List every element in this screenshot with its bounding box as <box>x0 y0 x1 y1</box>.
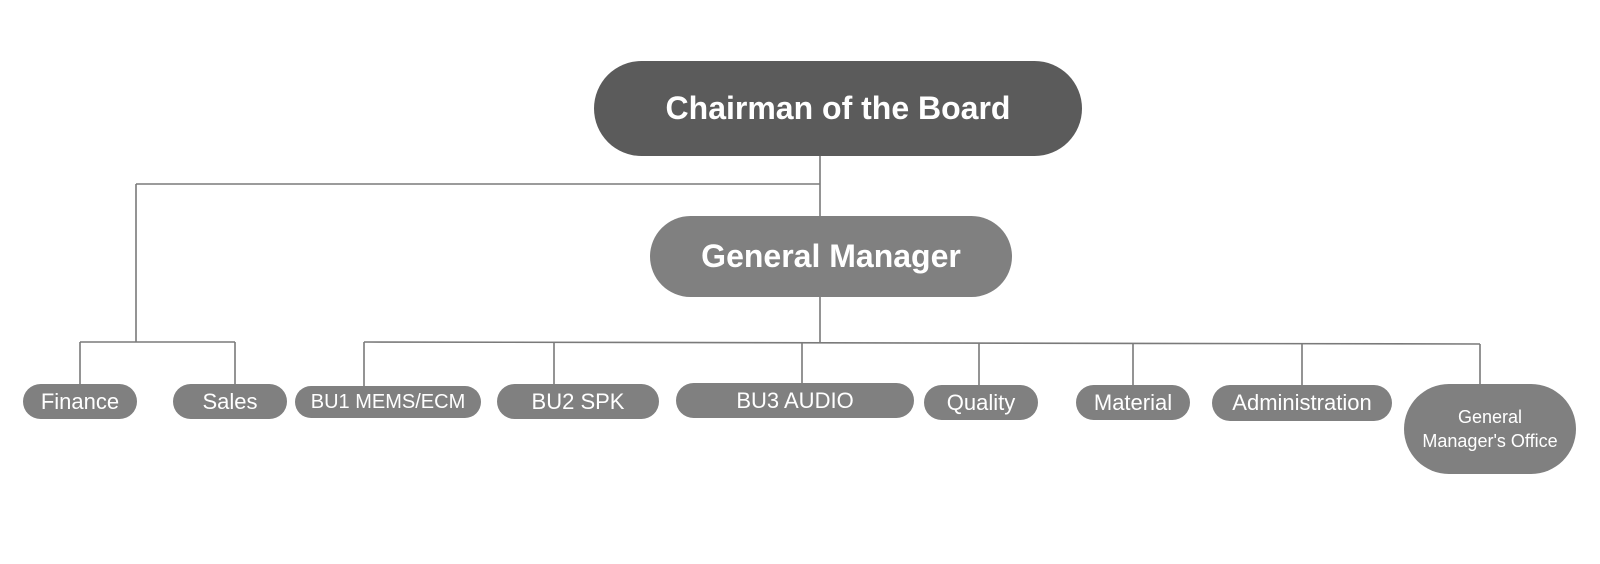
node-label: Material <box>1093 389 1173 415</box>
node-general-manager: General Manager <box>650 216 1012 297</box>
node-label: Quality <box>946 389 1016 415</box>
node-label: BU3 AUDIO <box>736 387 854 413</box>
node-chairman-of-the-board: Chairman of the Board <box>594 61 1082 156</box>
node-bu1-mems-ecm: BU1 MEMS/ECM <box>295 386 481 418</box>
connector-gm-bus <box>363 341 1481 345</box>
node-label: General Manager <box>701 238 961 274</box>
node-bu2-spk: BU2 SPK <box>497 384 659 419</box>
node-sales: Sales <box>173 384 287 419</box>
node-label: BU2 SPK <box>531 388 625 414</box>
node-label: General Manager's Office <box>1422 407 1558 451</box>
node-label: Sales <box>202 388 258 414</box>
node-label: Administration <box>1232 390 1372 415</box>
node-quality: Quality <box>924 385 1038 420</box>
node-general-managers-office: General Manager's Office <box>1404 384 1576 474</box>
node-administration: Administration <box>1212 385 1392 421</box>
node-material: Material <box>1076 385 1190 420</box>
node-label: BU1 MEMS/ECM <box>310 390 466 413</box>
node-bu3-audio: BU3 AUDIO <box>676 383 914 418</box>
node-label: Finance <box>40 388 120 414</box>
node-finance: Finance <box>23 384 137 419</box>
node-label: Chairman of the Board <box>665 90 1011 126</box>
